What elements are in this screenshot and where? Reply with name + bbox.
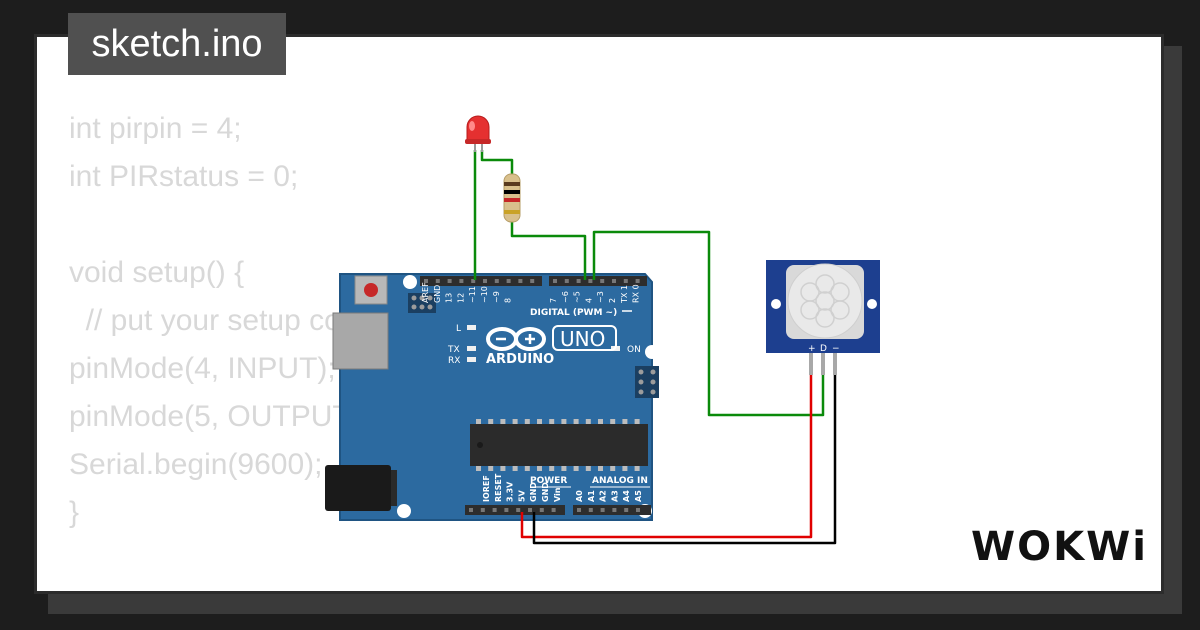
wire-pir-gnd-to-gnd[interactable] [532,375,837,545]
led-label-tx: TX [447,345,460,355]
pir-pin-label-vcc: + [808,344,816,354]
pin-label: ~6 [561,291,570,303]
pin-label: A3 [610,490,619,502]
code-line: int pirpin = 4; [69,112,242,145]
pin-label: 5V [517,489,526,502]
pin-label: GND [433,285,442,303]
resistor[interactable] [503,173,521,223]
code-line: } [69,496,80,529]
led-label-l: L [456,324,461,334]
power-jack [325,465,391,511]
pin-label: 4 [584,298,593,303]
wire-pir-vcc-to-5v[interactable] [520,375,813,539]
code-line: int PIRstatus = 0; [69,160,299,193]
wire-pir-data-to-pin4[interactable] [592,230,825,417]
pin-label: ~5 [573,291,582,303]
uno-model-text: UNO [560,327,605,351]
power-label: POWER [530,476,567,486]
pin-label: GND [529,482,538,502]
code-line: void setup() { [69,256,245,289]
pin-label: ~3 [596,291,605,303]
wokwi-logo: WOKWi [971,524,1148,570]
code-line: pinMode(4, INPUT); [69,352,336,385]
atmega-chip [470,419,648,471]
led-label-rx: RX [448,356,460,366]
pin-label: A2 [599,490,608,502]
pin-label: ~9 [492,291,501,303]
digital-pwm-label: DIGITAL (PWM ~) [530,308,617,318]
arduino-infinity-logo [486,327,546,351]
usb-connector [332,312,389,370]
red-led[interactable] [465,115,491,152]
on-led-label: ON [627,345,641,355]
pir-pin-label-gnd: − [832,344,840,354]
pin-label: A5 [634,490,643,502]
pin-label: 13 [445,293,454,303]
pin-label: AREF [421,282,430,303]
pin-label: IOREF [482,475,491,502]
pin-label: ~11 [468,286,477,303]
pir-pin-label-data: D [820,344,827,354]
arduino-brand-text: ARDUINO [486,352,554,367]
pin-label: RX 0 [632,284,641,303]
pir-motion-sensor[interactable]: + D − [766,260,880,375]
pin-label: Vin [553,487,562,502]
pin-label: GND [541,482,550,502]
pin-label: RESET [494,473,503,502]
pin-label: ~10 [480,286,489,303]
wire-resistor-to-pin5[interactable] [510,220,587,280]
pin-label: 12 [456,293,465,303]
pin-label: A1 [587,490,596,502]
wire-led-to-resistor[interactable] [480,150,514,176]
analog-in-label: ANALOG IN [592,476,648,486]
pin-label: 7 [549,298,558,303]
pin-label: TX 1 [620,285,629,304]
file-name-tag[interactable]: sketch.ino [68,13,286,75]
pin-label: A0 [575,490,584,502]
pin-label: 8 [504,298,513,303]
reset-button[interactable] [354,275,388,305]
pin-label: 2 [608,298,617,303]
pin-label: 3.3V [506,481,515,502]
code-line: Serial.begin(9600); [69,448,323,481]
pin-label: A4 [622,490,631,502]
